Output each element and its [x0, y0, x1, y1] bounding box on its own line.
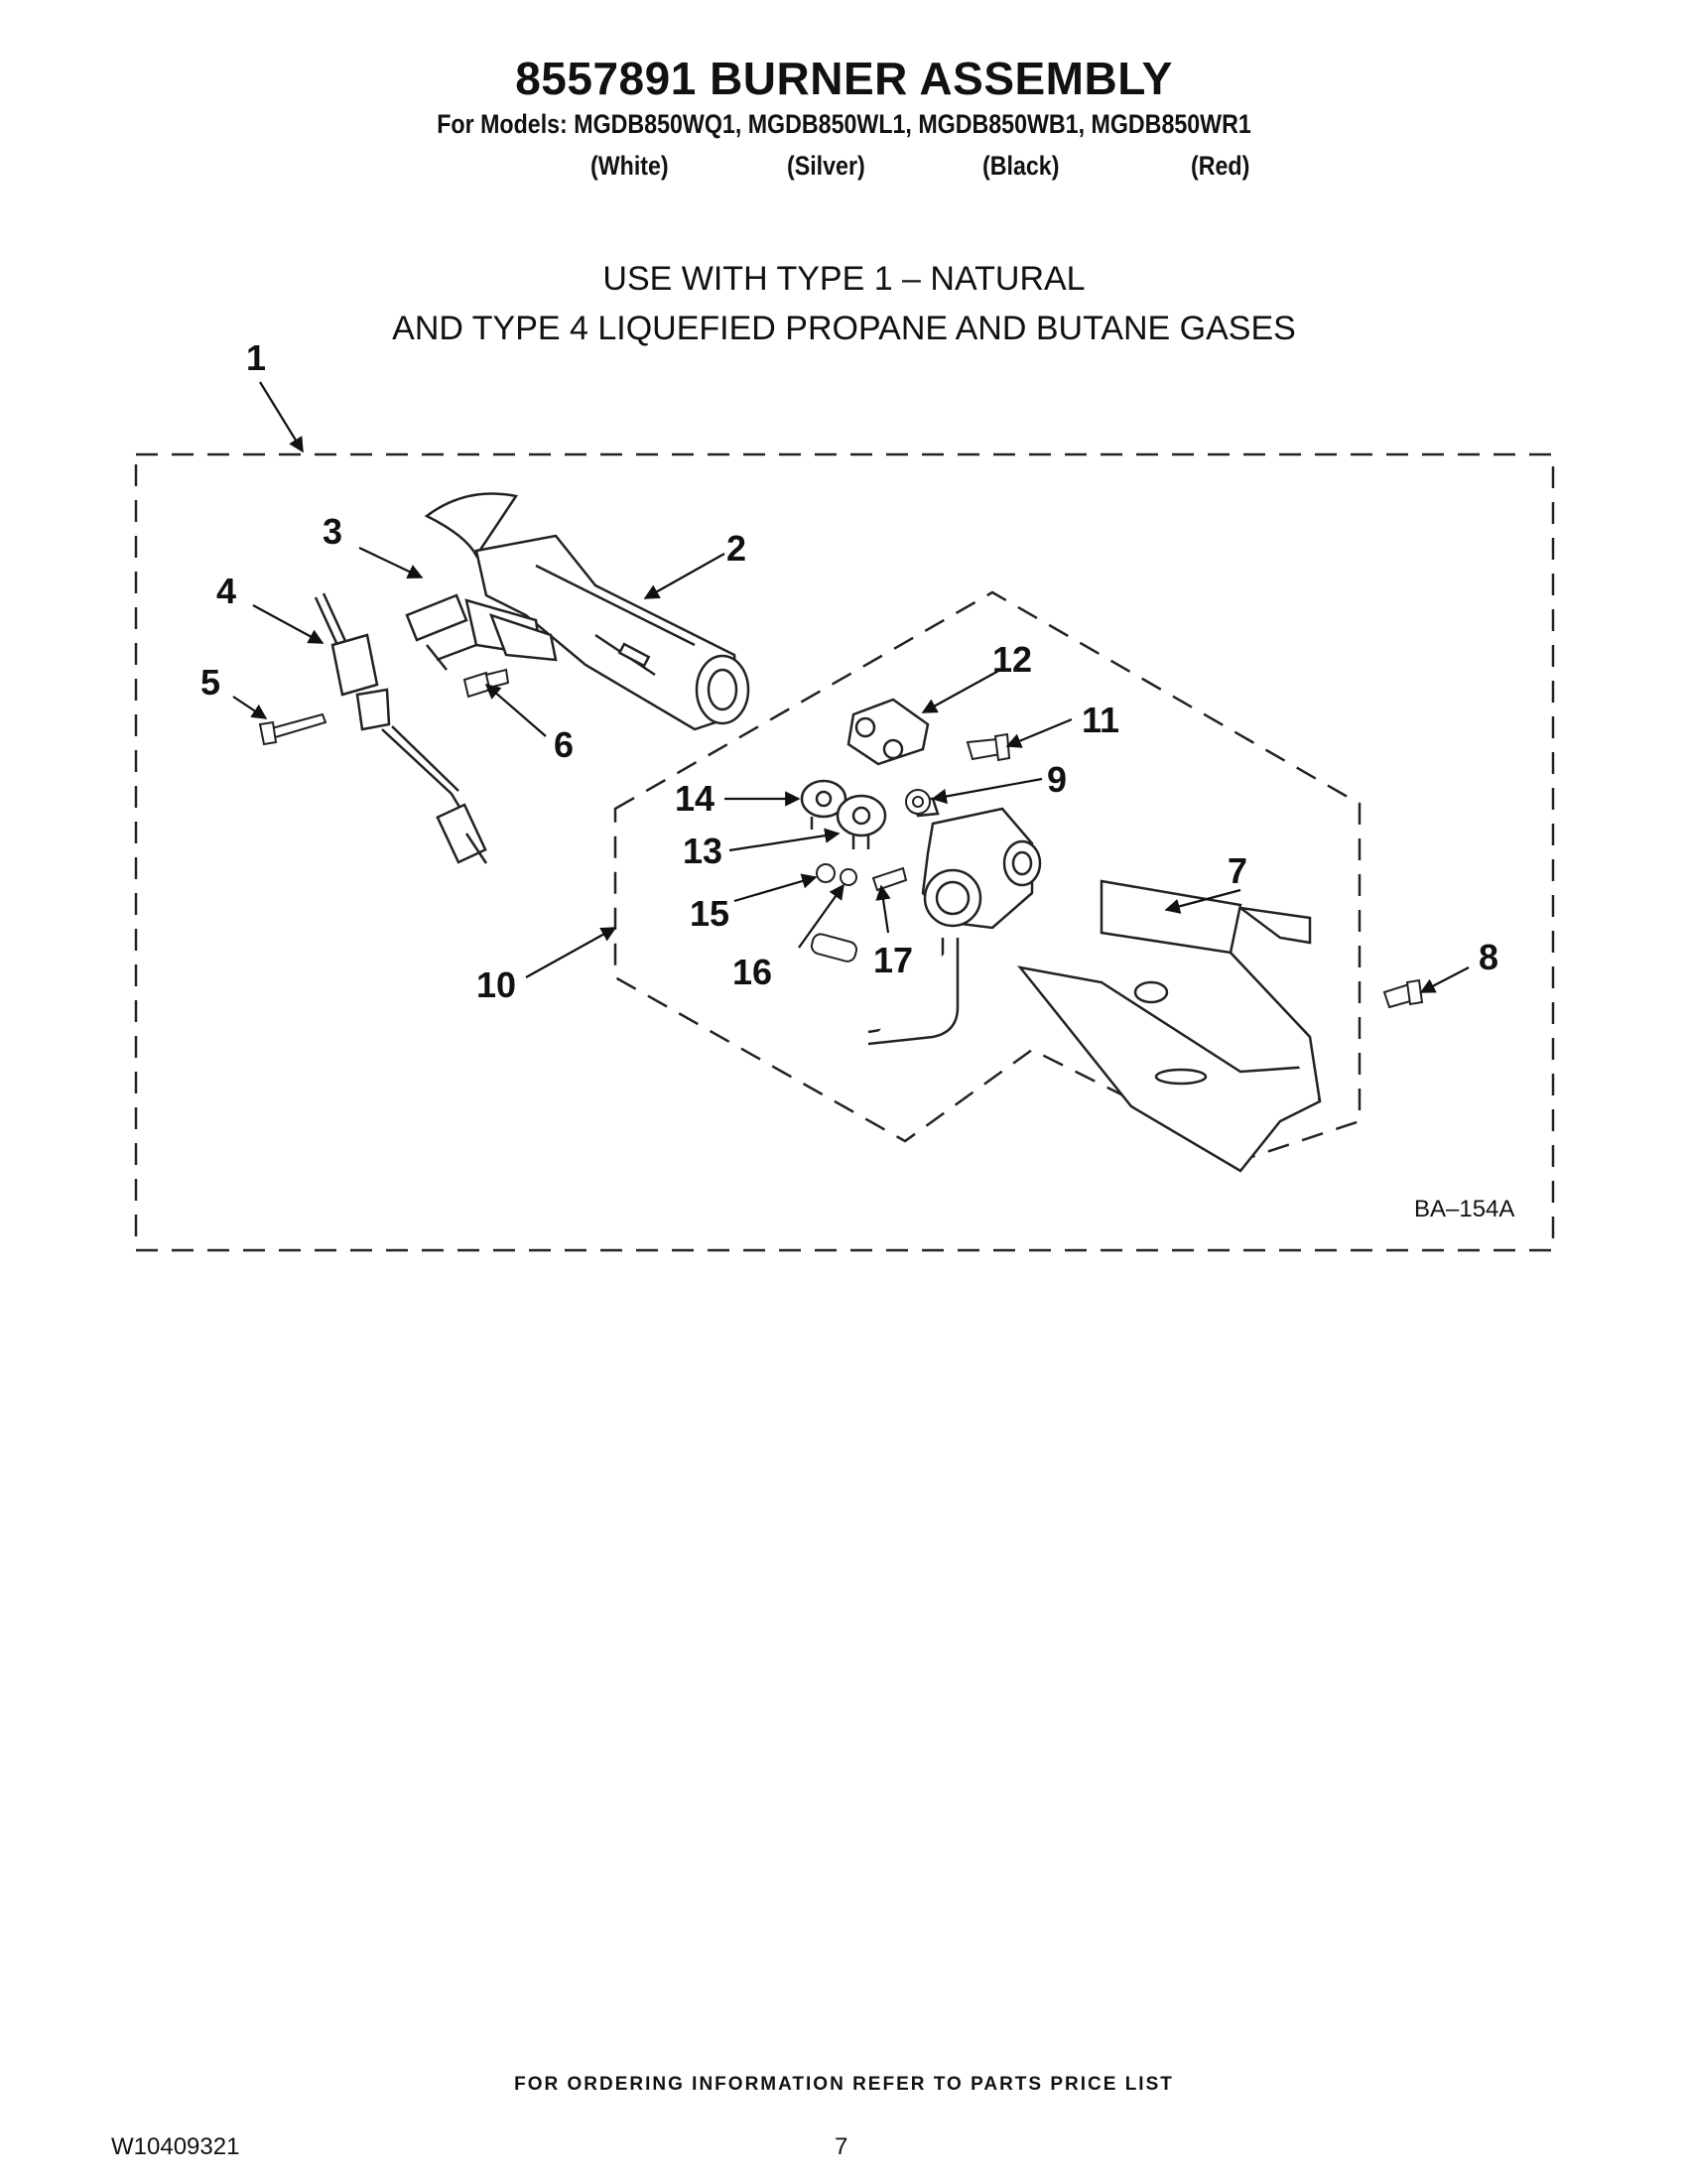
- mounting-bracket-part: [1016, 879, 1322, 1173]
- callout-15: 15: [690, 893, 729, 934]
- color-label-white: (White): [590, 151, 669, 181]
- burner-tube-part: [424, 492, 750, 731]
- callout-8: 8: [1479, 937, 1498, 977]
- callout-11: 11: [1082, 700, 1119, 740]
- callout-10: 10: [476, 964, 516, 1005]
- document-number: W10409321: [111, 2133, 240, 2160]
- ordering-note: FOR ORDERING INFORMATION REFER TO PARTS …: [514, 2074, 1174, 2095]
- screw-6-part: [462, 668, 510, 699]
- callout-5: 5: [200, 662, 220, 703]
- valve-coil-part: [800, 779, 887, 849]
- screw-11-part: [966, 732, 1011, 762]
- callout-labels: 1 2 3 4 5 6 7 8 9 10 11 12 13 14 15 16 1…: [200, 337, 1514, 1222]
- orifice-part: [905, 789, 931, 815]
- leader-lines: [232, 381, 1470, 993]
- callout-6: 6: [554, 724, 574, 765]
- assembly-boundary: [134, 452, 1555, 1252]
- color-label-silver: (Silver): [787, 151, 865, 181]
- callout-3: 3: [323, 511, 342, 552]
- diagram-reference: BA–154A: [1414, 1196, 1514, 1222]
- page-number: 7: [835, 2133, 848, 2160]
- nut-15: [816, 863, 836, 883]
- screw-5-part: [258, 712, 327, 746]
- sleeve: [810, 933, 858, 963]
- callout-9: 9: [1047, 759, 1067, 800]
- callout-7: 7: [1228, 850, 1247, 891]
- model-list: For Models: MGDB850WQ1, MGDB850WL1, MGDB…: [437, 109, 1251, 139]
- callout-4: 4: [216, 571, 236, 611]
- callout-1: 1: [246, 337, 266, 378]
- callout-17: 17: [873, 940, 913, 980]
- flame-sensor-part: [846, 698, 930, 766]
- color-label-black: (Black): [982, 151, 1060, 181]
- gas-note-line1: USE WITH TYPE 1 – NATURAL: [602, 260, 1086, 298]
- callout-13: 13: [683, 831, 722, 871]
- igniter-part: [314, 592, 488, 864]
- gas-valve-part: [867, 797, 1042, 1046]
- screw-8-part: [1382, 978, 1424, 1009]
- callout-16: 16: [732, 952, 772, 992]
- plug-16: [840, 868, 857, 886]
- gas-note-line2: AND TYPE 4 LIQUEFIED PROPANE AND BUTANE …: [392, 310, 1296, 347]
- callout-14: 14: [675, 778, 714, 819]
- color-label-red: (Red): [1191, 151, 1250, 181]
- callout-12: 12: [992, 639, 1032, 680]
- callout-2: 2: [726, 528, 746, 569]
- spring-17: [871, 866, 908, 892]
- bracket-part: [405, 593, 558, 671]
- page-title: 8557891 BURNER ASSEMBLY: [515, 53, 1173, 104]
